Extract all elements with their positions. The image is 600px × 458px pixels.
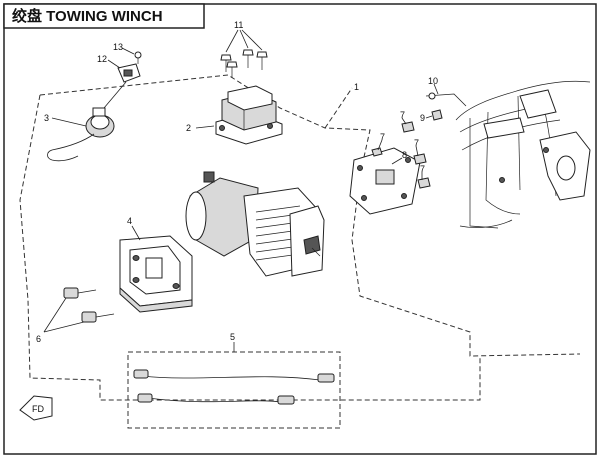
fairlead-mount-4: [119, 235, 193, 313]
diagram-frame: [3, 3, 597, 455]
forward-arrow-icon: FD: [19, 395, 53, 421]
callout-1: 1: [354, 82, 359, 92]
callout-1-leader: [324, 87, 353, 129]
callout-6: 6: [36, 334, 41, 344]
callout-9: 9: [420, 113, 425, 123]
mounting-plate-8: [349, 147, 421, 215]
callout-7-top: 7: [400, 110, 405, 120]
title-box: [3, 3, 205, 29]
battery-cables-5: [133, 369, 335, 405]
winch-assembly: [185, 171, 325, 277]
callout-12: 12: [97, 54, 107, 64]
assembly-boundary-left: [19, 94, 481, 401]
clamp-10: [425, 92, 467, 107]
cable-kit-box: [127, 351, 341, 429]
callout-11: 11: [234, 20, 243, 30]
callout-2: 2: [186, 123, 191, 133]
assembly-boundary: [39, 74, 581, 357]
holder-bracket-12: [117, 63, 141, 83]
callout-5: 5: [230, 332, 235, 342]
diagram-title: 绞盘 TOWING WINCH: [12, 7, 163, 25]
remote-switch-3: [47, 81, 127, 162]
callout-7-low: 7: [420, 164, 425, 174]
callout-10: 10: [428, 76, 438, 86]
screw-13: [134, 51, 142, 64]
callout-7-left: 7: [380, 132, 385, 142]
nuts-7: [371, 121, 431, 189]
callout-4: 4: [127, 216, 132, 226]
bolts-6: [63, 287, 115, 323]
bolt-9: [431, 109, 443, 121]
callout-7-mid: 7: [414, 138, 419, 148]
contactor-relay-part: [215, 85, 283, 145]
callout-13: 13: [113, 42, 123, 52]
callout-8: 8: [402, 150, 407, 160]
vehicle-frame: [455, 80, 591, 229]
forward-label: FD: [32, 404, 44, 414]
mounting-bolts-11: [220, 49, 268, 78]
callout-3: 3: [44, 113, 49, 123]
